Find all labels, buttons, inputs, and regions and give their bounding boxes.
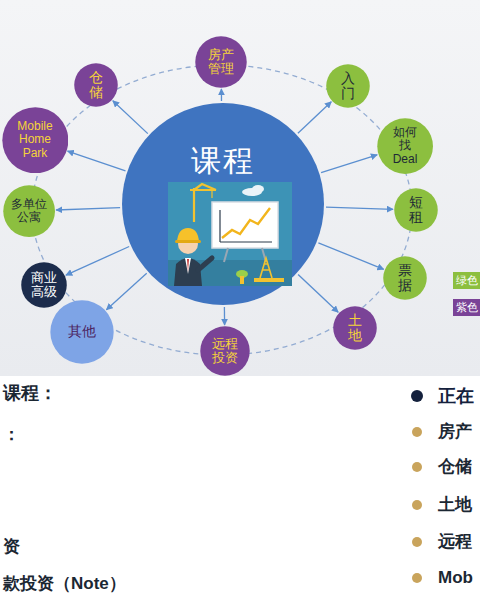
bullet-dot [412,462,422,472]
arrow-connector [321,155,377,173]
label-holder: Mob [438,567,473,589]
label-holder: 资 [3,536,20,558]
circle-outline [195,36,246,87]
arrow-connector [221,89,222,101]
node-text: 远程投资 [211,337,239,366]
circle-outline [122,103,324,305]
node-text: Mobile Home Park [12,120,58,160]
topic-circle: Mobile Home Park [2,107,69,174]
node-text: 短租 [409,195,423,226]
arrow-connector [224,307,226,325]
circle-outline [333,306,377,350]
circle-outline [377,118,433,174]
node-text: 仓储 [89,70,103,101]
label-holder: 仓储 [438,456,472,478]
node-text: 课程 [191,144,255,177]
text-label: Mob [438,567,473,589]
topic-circle: 土地 [333,306,377,350]
node-text: 票据 [398,263,412,294]
bullet-dot [412,427,422,437]
label-holder: 房产 [438,421,472,443]
arrow-connector [298,102,331,134]
circle-outline [2,107,68,173]
text-label: 课程： [3,382,57,405]
arrow-connector [66,247,129,276]
arrow-connector [318,243,383,269]
label-holder: 款投资（Note） [3,573,126,595]
node-text: 土地 [348,313,362,344]
topic-circle: 票据 [383,256,427,300]
circle-outline [50,300,113,363]
label-holder: ： [3,424,20,446]
label-holder: 正在 [438,385,474,408]
text-label: 仓储 [438,456,472,478]
node-text: 入门 [341,71,355,102]
node-text: 商业高级 [30,271,58,300]
circle-outline [200,326,250,376]
topic-circle: 房产管理 [195,36,247,88]
text-label: 远程 [438,531,472,553]
legend-text: 绿色 [453,272,480,289]
node-text: 如何找Deal [389,126,420,166]
node-text: 多单位公寓 [10,198,48,224]
topic-circle: 短租 [394,188,438,232]
topic-circle: 远程投资 [200,326,250,376]
circle-outline [3,185,55,237]
arrow-connector [113,101,148,134]
bullet-dot [412,500,422,510]
topic-circle: 仓储 [74,63,118,107]
circle-outline [383,256,427,300]
legend-text: 紫色 [453,299,480,316]
arrow-connector [68,151,126,171]
text-label: 资 [3,536,20,558]
label-holder: 课程： [3,382,57,405]
node-text: 其他 [68,324,96,339]
circle-outline [74,63,118,107]
arrow-connector [106,273,146,310]
text-label: 土地 [438,494,472,516]
text-label: 房产 [438,421,472,443]
arrow-connector [56,208,120,210]
arrow-connector [326,207,393,209]
topic-circle: 多单位公寓 [3,185,55,237]
worker-illustration [168,182,292,286]
topic-circle: 其他 [50,300,114,364]
text-label: 款投资（Note） [3,573,126,595]
bullet-dot [412,537,422,547]
circle-outline [394,188,438,232]
label-holder: 土地 [438,494,472,516]
circle-outline [326,64,370,108]
legend-swatch: 绿色 [453,272,480,289]
topic-circle: 商业高级 [21,262,67,308]
text-label: ： [3,424,20,446]
node-text: 房产管理 [207,48,235,77]
bullet-dot [412,573,422,583]
label-holder: 远程 [438,531,472,553]
topic-circle: 入门 [326,64,370,108]
bullet-dot [411,390,423,402]
circle-outline [21,262,67,308]
arrow-connector [298,275,338,313]
topic-circle: 如何找Deal [377,118,433,174]
text-label: 正在 [438,385,474,408]
legend-swatch: 紫色 [453,299,480,316]
